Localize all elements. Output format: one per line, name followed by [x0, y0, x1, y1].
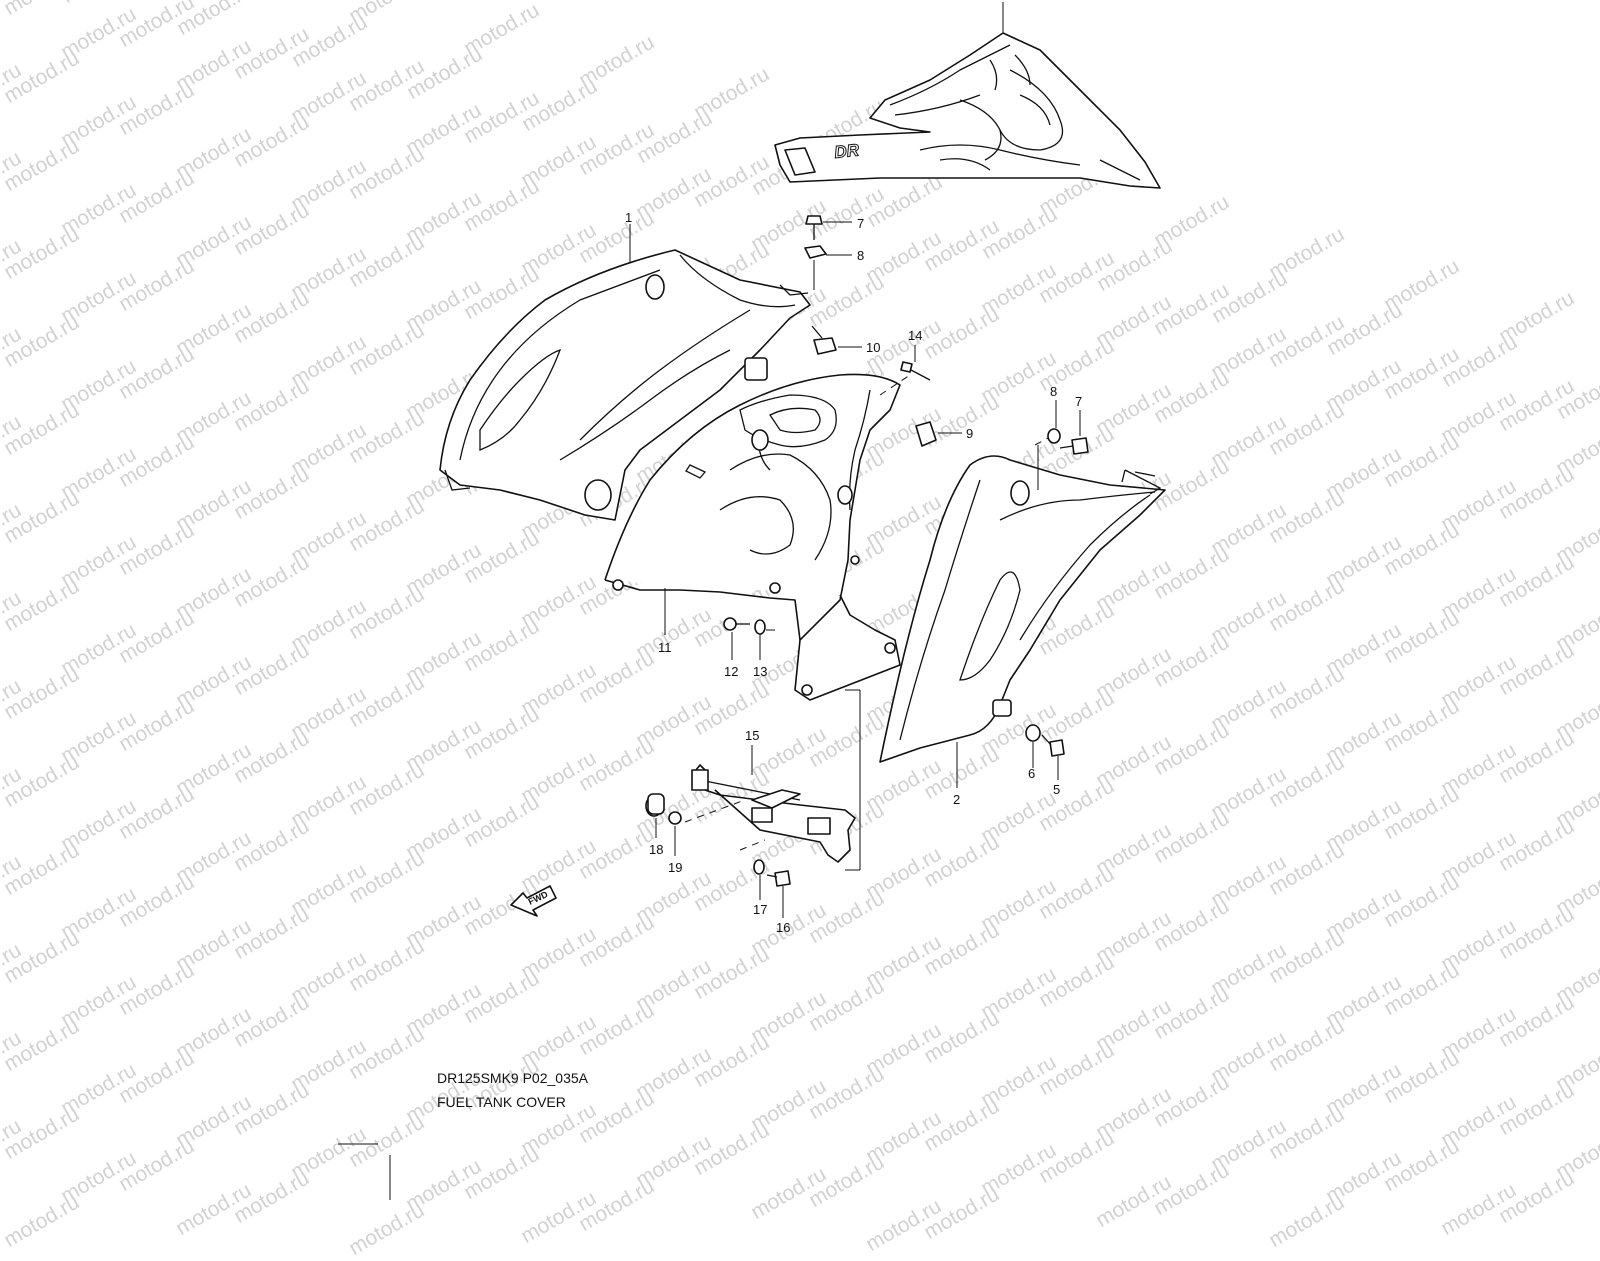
part-label-6: 6 — [1028, 766, 1035, 781]
washer-part-6: 6 — [1025, 724, 1041, 781]
part-label-11: 11 — [658, 640, 672, 655]
diagram-code: DR125SMK9 P02_035A — [437, 1070, 588, 1086]
tank-cover-center-part-11: 11 — [604, 373, 901, 701]
part-label-7b: 7 — [1075, 394, 1082, 409]
part-label-8b: 8 — [1050, 384, 1057, 399]
bolt-part-12: 12 — [723, 617, 750, 679]
part-label-18: 18 — [649, 842, 663, 857]
fwd-arrow-icon: FWD — [510, 885, 557, 917]
part-label-19: 19 — [668, 860, 682, 875]
washer-part-8-right: 8 — [1034, 384, 1061, 490]
left-shroud-part-1: 1 — [439, 210, 811, 521]
part-label-12: 12 — [724, 664, 738, 679]
part-label-13: 13 — [753, 664, 767, 679]
collar-part-19: 19 — [668, 799, 746, 875]
part-label-10: 10 — [866, 340, 880, 355]
decal-logo-text: DR — [833, 140, 860, 162]
rubber-part-18: 18 — [645, 793, 665, 857]
part-label-2: 2 — [953, 792, 960, 807]
bolt-part-7-top: 7 — [805, 215, 864, 240]
parts-diagram: DR 1 11 — [338, 2, 1166, 1200]
part-label-16: 16 — [776, 920, 790, 935]
watermark-text: motod.ru — [345, 1198, 429, 1260]
washer-part-17: 17 — [739, 839, 767, 917]
part-label-7a: 7 — [857, 216, 864, 231]
clip-part-10: 10 — [811, 325, 880, 355]
part-label-1: 1 — [625, 210, 632, 225]
washer-part-13: 13 — [753, 619, 775, 679]
part-label-14: 14 — [908, 328, 922, 343]
diagram-title: FUEL TANK COVER — [437, 1094, 566, 1110]
screw-part-14: 14 — [879, 328, 931, 396]
part-label-17: 17 — [753, 902, 767, 917]
bolt-part-5: 5 — [1041, 734, 1065, 797]
part-label-5: 5 — [1053, 782, 1060, 797]
washer-part-8-top: 8 — [804, 245, 864, 290]
bolt-part-16: 16 — [766, 870, 791, 935]
nut-part-9: 9 — [915, 421, 973, 447]
watermark-text: motod.ru — [862, 1194, 946, 1256]
part-label-9: 9 — [966, 426, 973, 441]
part-label-8a: 8 — [857, 248, 864, 263]
bolt-part-7-right: 7 — [1059, 394, 1089, 455]
part-label-15: 15 — [745, 728, 759, 743]
right-shroud-part-2: 2 — [879, 455, 1166, 807]
bracket-part-15: 15 — [691, 728, 856, 863]
decal-graphic: DR — [774, 2, 1161, 189]
